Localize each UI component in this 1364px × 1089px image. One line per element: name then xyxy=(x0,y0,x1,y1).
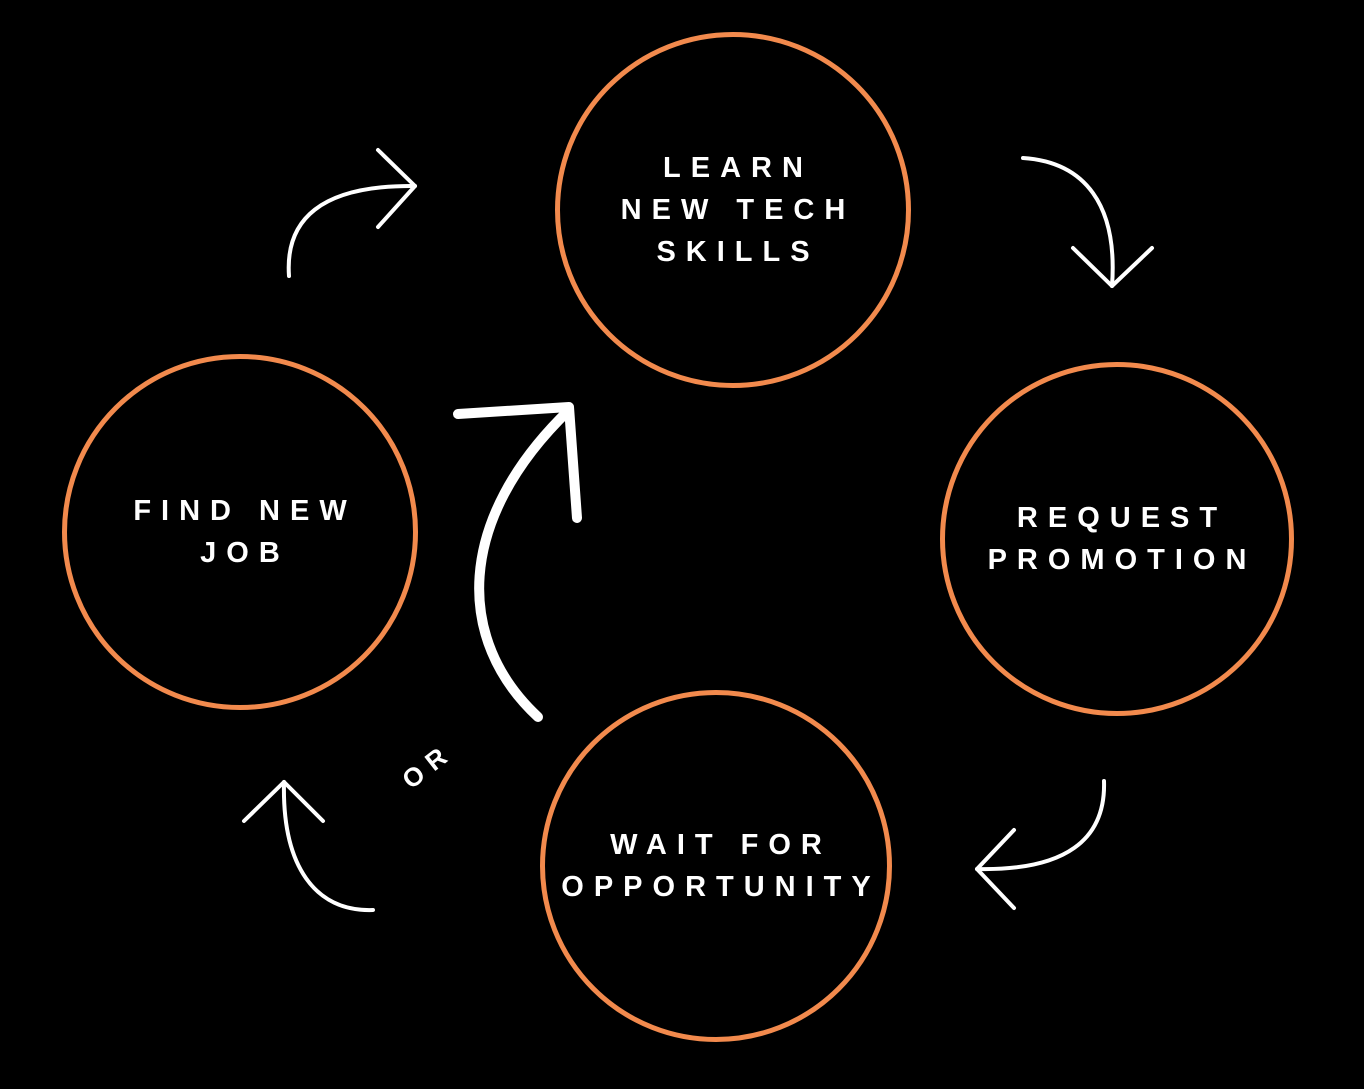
node-request-promotion: REQUEST PROMOTION xyxy=(940,362,1294,716)
node-request-line-2: PROMOTION xyxy=(987,544,1257,576)
node-find-new-job: FIND NEW JOB xyxy=(62,354,418,710)
node-learn-new-tech-skills: LEARN NEW TECH SKILLS xyxy=(555,32,911,388)
arrow-wait-to-find xyxy=(242,780,375,913)
arrow-request-to-wait xyxy=(975,779,1107,910)
arrow-wait-to-learn xyxy=(453,402,582,722)
arrow-learn-to-request xyxy=(1021,156,1154,288)
node-find-line-2: JOB xyxy=(200,537,290,569)
node-learn-line-2: NEW TECH xyxy=(620,194,856,226)
node-wait-line-2: OPPORTUNITY xyxy=(561,871,881,903)
node-wait-for-opportunity: WAIT FOR OPPORTUNITY xyxy=(540,690,892,1042)
node-learn-line-1: LEARN xyxy=(663,152,813,184)
node-wait-line-1: WAIT FOR xyxy=(610,829,832,861)
node-request-line-1: REQUEST xyxy=(1016,502,1228,534)
arrow-find-to-learn xyxy=(286,148,417,278)
node-learn-line-3: SKILLS xyxy=(656,236,820,268)
node-find-line-1: FIND NEW xyxy=(133,495,357,527)
or-label: OR xyxy=(396,736,459,795)
